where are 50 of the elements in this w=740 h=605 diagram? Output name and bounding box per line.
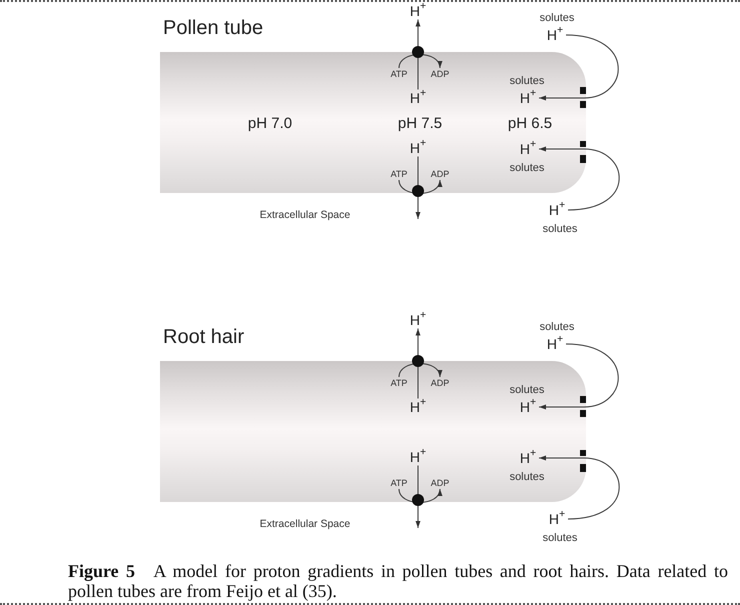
ion-label: H$^{+}$ [407, 90, 429, 106]
ph-label: pH 6.5 [506, 114, 554, 132]
molecule-label: ADP [428, 377, 452, 389]
arrow [416, 19, 420, 90]
ion-label: H$^{+}$ [407, 312, 429, 328]
molecule-label: ATP [387, 377, 411, 389]
ion-label: H$^{+}$ [544, 336, 566, 352]
solute-label: solutes [508, 471, 546, 484]
solute-label: solutes [538, 12, 576, 25]
ph-label: pH 7.5 [396, 114, 444, 132]
molecule-label: ATP [387, 168, 411, 180]
ion-label: H$^{+}$ [517, 140, 539, 158]
region-label: Extracellular Space [258, 208, 352, 222]
molecule-label: ADP [428, 68, 452, 80]
figure-caption: Figure 5 A model for proton gradients in pollen tubes and root hairs. Data related to pollen tubes are from Feijo et al (35). [68, 561, 728, 601]
ion-label: H$^{+}$ [544, 26, 566, 44]
curved-arrow [538, 344, 619, 410]
ion-label: H$^{+}$ [407, 2, 429, 20]
ion-label: H$^{+}$ [407, 448, 429, 466]
panel-heading: Root hair [163, 325, 244, 349]
ion-label: H$^{+}$ [546, 202, 568, 218]
molecule-label: ATP [387, 477, 411, 489]
ion-label: H$^{+}$ [517, 90, 539, 106]
solute-label: solutes [508, 384, 546, 397]
molecule-label: ADP [428, 168, 452, 180]
panel-heading: Pollen tube [163, 16, 264, 40]
ion-label: H$^{+}$ [407, 398, 429, 416]
ion-label: H$^{+}$ [517, 398, 539, 416]
molecule-label: ADP [428, 477, 452, 489]
solute-label: solutes [508, 162, 546, 175]
ph-label: pH 7.0 [246, 114, 294, 132]
molecule-label: ATP [387, 68, 411, 80]
solute-label: solutes [538, 321, 576, 334]
arrow [416, 328, 420, 399]
region-label: Extracellular Space [258, 517, 352, 531]
ion-label: H$^{+}$ [517, 450, 539, 466]
curved-arrow [538, 146, 620, 210]
solute-label: solutes [542, 532, 578, 545]
curved-arrow [398, 54, 442, 68]
curved-arrow [398, 363, 442, 378]
arrow [416, 465, 420, 528]
ion-label: H$^{+}$ [546, 510, 568, 528]
ion-label: H$^{+}$ [407, 140, 429, 156]
curved-arrow [398, 180, 442, 194]
curved-arrow [398, 488, 442, 503]
solute-label: solutes [508, 75, 546, 88]
curved-arrow [538, 34, 619, 100]
arrow [416, 156, 420, 220]
solute-label: solutes [542, 223, 578, 236]
curved-arrow [538, 456, 620, 520]
